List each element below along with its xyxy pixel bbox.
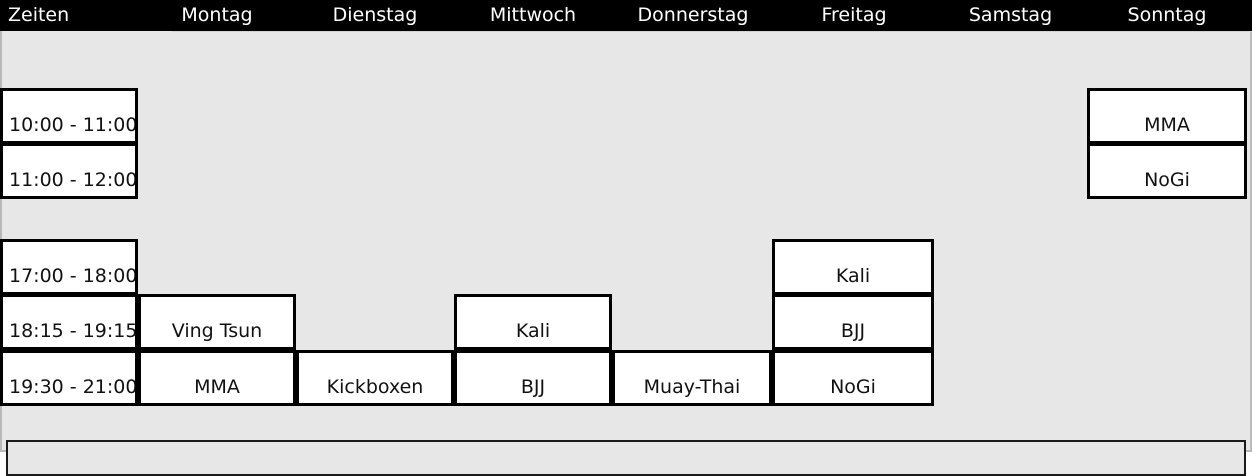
class-cell-sonntag-1100[interactable]: NoGi <box>1087 143 1247 199</box>
column-header-dienstag: Dienstag <box>332 4 418 26</box>
time-slot-5: 19:30 - 21:00 <box>0 350 138 406</box>
column-header-mittwoch: Mittwoch <box>489 4 577 26</box>
class-cell-donnerstag-1930[interactable]: Muay-Thai <box>612 350 772 406</box>
class-cell-freitag-1930[interactable]: NoGi <box>772 350 934 406</box>
column-header-sonntag: Sonntag <box>1127 4 1207 26</box>
class-cell-sonntag-1000[interactable]: MMA <box>1087 88 1247 144</box>
column-header-freitag: Freitag <box>821 4 887 26</box>
time-slot-4: 18:15 - 19:15 <box>0 294 138 350</box>
schedule-footer-band <box>6 440 1246 476</box>
time-slot-3: 17:00 - 18:00 <box>0 239 138 295</box>
column-header-montag: Montag <box>181 4 253 26</box>
column-header-samstag: Samstag <box>968 4 1053 26</box>
time-slot-2: 11:00 - 12:00 <box>0 143 138 199</box>
class-cell-montag-1930[interactable]: MMA <box>138 350 296 406</box>
schedule-header-row: Zeiten Montag Dienstag Mittwoch Donnerst… <box>0 0 1252 31</box>
class-cell-mittwoch-1815[interactable]: Kali <box>454 294 612 350</box>
time-slot-1: 10:00 - 11:00 <box>0 88 138 144</box>
class-cell-freitag-1700[interactable]: Kali <box>772 239 934 295</box>
header-underline <box>172 31 1252 32</box>
class-cell-montag-1815[interactable]: Ving Tsun <box>138 294 296 350</box>
column-header-zeiten: Zeiten <box>8 4 70 26</box>
column-header-donnerstag: Donnerstag <box>637 4 749 26</box>
class-cell-mittwoch-1930[interactable]: BJJ <box>454 350 612 406</box>
class-cell-dienstag-1930[interactable]: Kickboxen <box>296 350 454 406</box>
class-cell-freitag-1815[interactable]: BJJ <box>772 294 934 350</box>
